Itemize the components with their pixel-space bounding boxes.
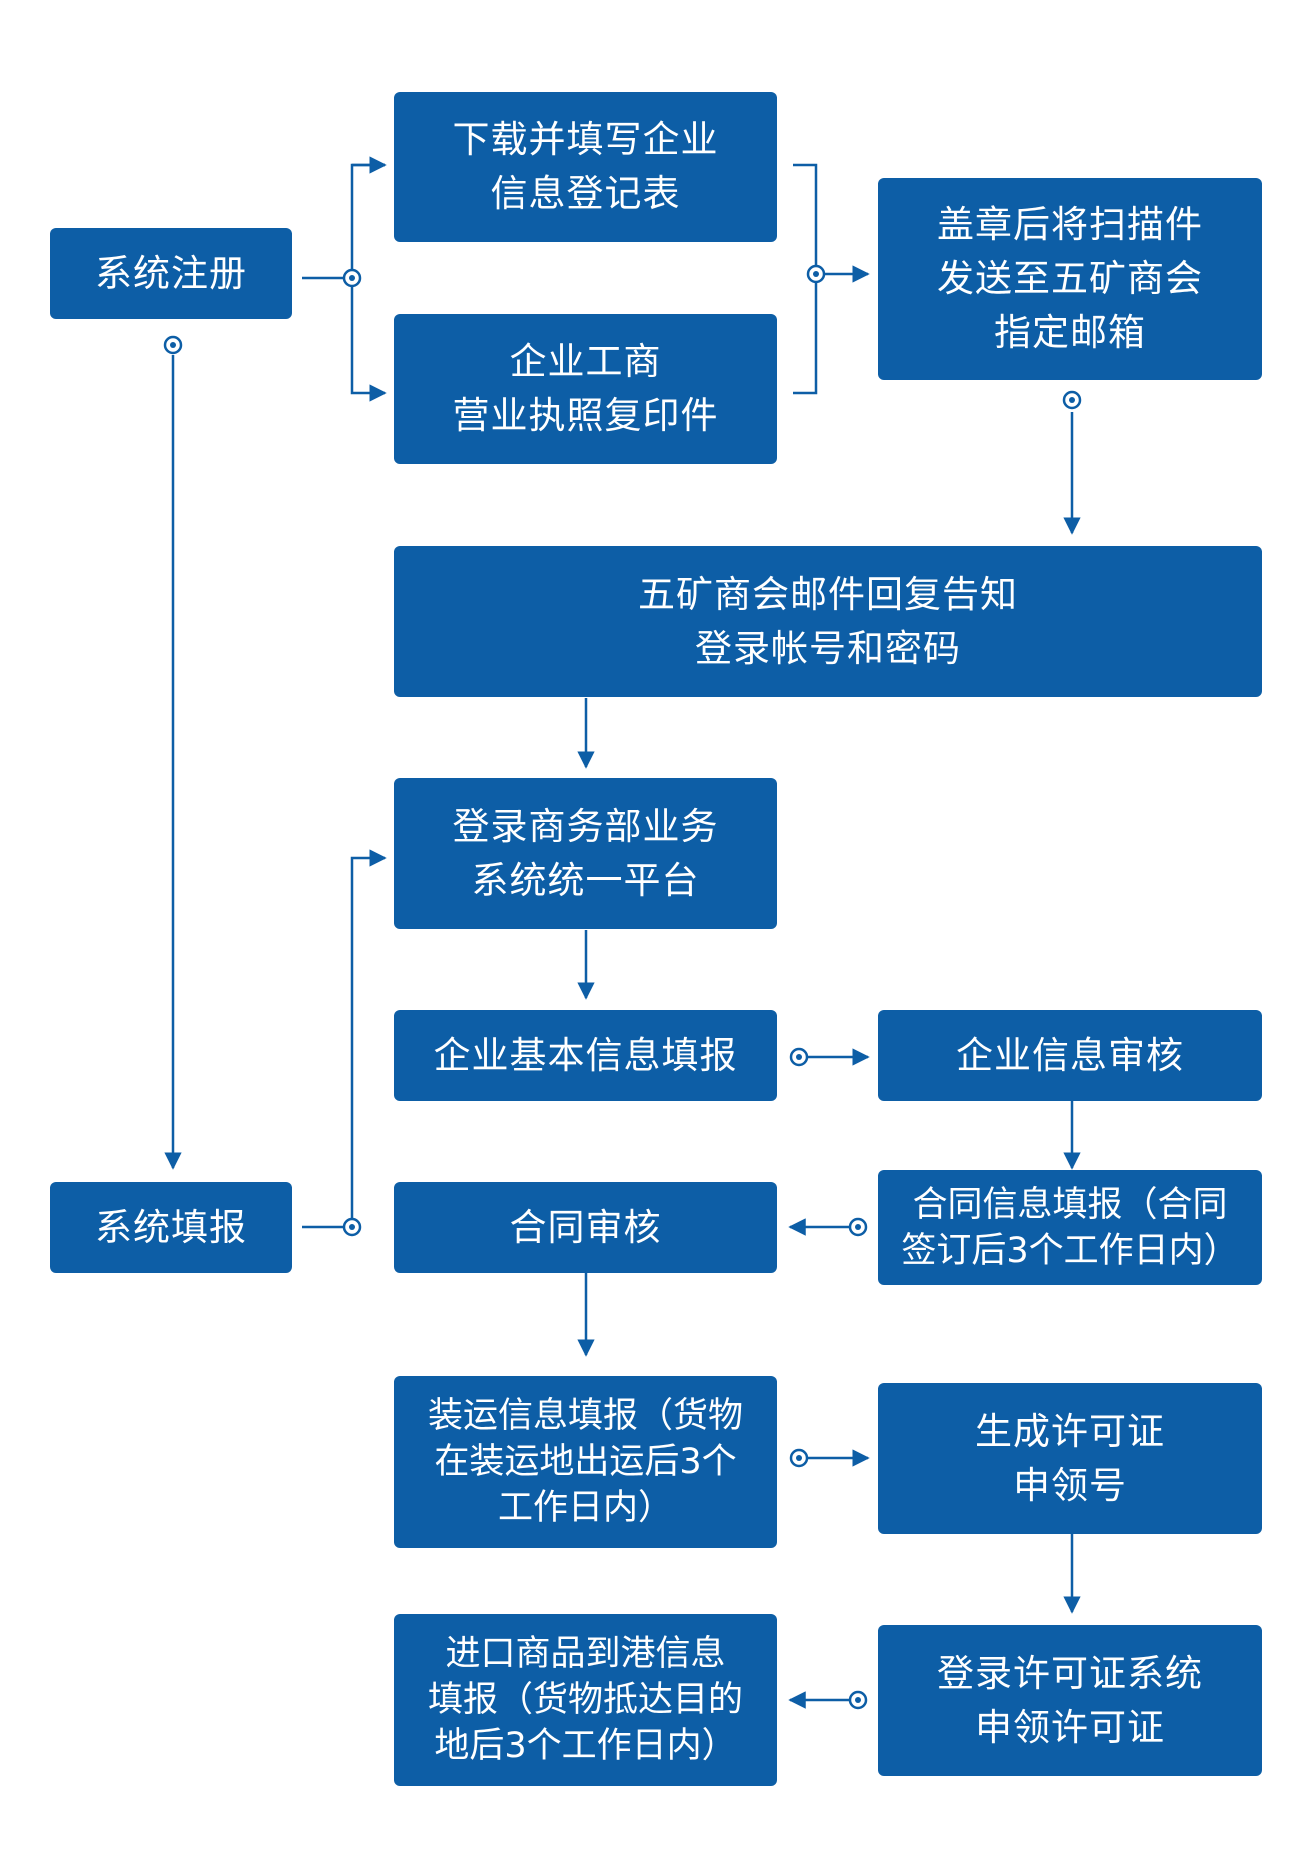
node-login-platform-line-1: 登录商务部业务 (452, 804, 719, 848)
node-download-form-line-2: 信息登记表 (490, 172, 681, 215)
node-permit-number-line-2: 申领号 (1013, 1463, 1127, 1507)
node-contract-fill-line-2: 签订后3个工作日内） (901, 1230, 1239, 1271)
node-shipping-fill-line-2: 在装运地出运后3个 (434, 1442, 737, 1482)
node-arrival-fill-line-2: 填报（货物抵达目的 (427, 1680, 743, 1720)
node-contract-review: 合同审核 (394, 1182, 777, 1273)
connector-fill-to-login (302, 849, 387, 1229)
node-download-form: 下载并填写企业 信息登记表 (394, 92, 777, 242)
node-login-platform-line-2: 系统统一平台 (471, 858, 700, 902)
node-system-fill-line-1: 系统填报 (95, 1205, 247, 1249)
node-permit-apply-line-2: 申领许可证 (975, 1705, 1165, 1749)
node-stamp-scan-line-1: 盖章后将扫描件 (937, 203, 1203, 246)
node-reply-account: 五矿商会邮件回复告知 登录帐号和密码 (394, 546, 1262, 697)
node-basic-info-line-1: 企业基本信息填报 (433, 1033, 738, 1077)
node-permit-number: 生成许可证 申领号 (878, 1383, 1262, 1534)
node-permit-apply: 登录许可证系统 申领许可证 (878, 1625, 1262, 1776)
node-arrival-fill-line-1: 进口商品到港信息 (445, 1634, 726, 1674)
node-shipping-fill-line-3: 工作日内） (497, 1488, 673, 1528)
node-license-copy: 企业工商 营业执照复印件 (394, 314, 777, 464)
node-register-line-1: 系统注册 (95, 251, 247, 295)
node-reply-account-line-2: 登录帐号和密码 (695, 626, 961, 670)
node-contract-fill: 合同信息填报（合同 签订后3个工作日内） (878, 1170, 1262, 1285)
node-basic-info: 企业基本信息填报 (394, 1010, 777, 1101)
node-stamp-scan: 盖章后将扫描件 发送至五矿商会 指定邮箱 (878, 178, 1262, 380)
node-login-platform: 登录商务部业务 系统统一平台 (394, 778, 777, 929)
node-permit-number-line-1: 生成许可证 (975, 1409, 1165, 1453)
node-info-review: 企业信息审核 (878, 1010, 1262, 1101)
node-stamp-scan-line-2: 发送至五矿商会 (937, 257, 1203, 300)
node-license-copy-line-1: 企业工商 (509, 340, 662, 383)
node-register: 系统注册 (50, 228, 292, 319)
node-shipping-fill: 装运信息填报（货物 在装运地出运后3个 工作日内） (394, 1376, 777, 1548)
node-arrival-fill-line-3: 地后3个工作日内） (434, 1726, 737, 1766)
node-reply-account-line-1: 五矿商会邮件回复告知 (638, 572, 1018, 616)
node-download-form-line-1: 下载并填写企业 (452, 118, 719, 161)
node-stamp-scan-line-3: 指定邮箱 (994, 311, 1146, 354)
node-shipping-fill-line-1: 装运信息填报（货物 (427, 1396, 743, 1436)
node-license-copy-line-2: 营业执照复印件 (452, 394, 719, 437)
node-info-review-line-1: 企业信息审核 (956, 1033, 1184, 1077)
node-system-fill: 系统填报 (50, 1182, 292, 1273)
node-contract-review-line-1: 合同审核 (509, 1205, 662, 1249)
node-contract-fill-line-1: 合同信息填报（合同 (912, 1184, 1228, 1225)
node-permit-apply-line-1: 登录许可证系统 (937, 1651, 1203, 1695)
node-arrival-fill: 进口商品到港信息 填报（货物抵达目的 地后3个工作日内） (394, 1614, 777, 1786)
